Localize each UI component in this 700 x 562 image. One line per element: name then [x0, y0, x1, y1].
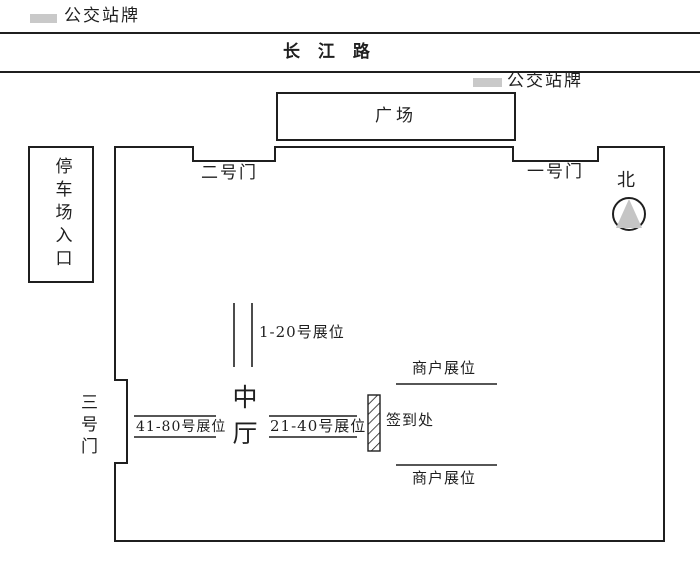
gate1-label: 一号门	[527, 162, 584, 182]
bus-stop-marker-right	[473, 78, 502, 87]
gate3-label: 三号门	[77, 393, 97, 459]
bus-stop-label-top: 公交站牌	[64, 6, 140, 26]
plaza-label: 广场	[375, 106, 417, 126]
gate2-label: 二号门	[201, 163, 258, 183]
central-hall-label: 中厅	[229, 384, 258, 456]
compass-north-triangle-icon	[616, 199, 642, 228]
parking-entrance-label: 停车场入口	[51, 157, 72, 272]
checkin-hatched-marker	[367, 394, 381, 452]
parking-entrance-label-box: 停车场入口	[29, 147, 93, 282]
north-label: 北	[617, 170, 635, 191]
checkin-label: 签到处	[386, 411, 435, 429]
merchant-booth-bottom-label: 商户展位	[412, 469, 477, 487]
plaza-box	[276, 92, 516, 141]
merchant-booth-top-label: 商户展位	[412, 359, 477, 377]
road-name-label: 长 江 路	[283, 42, 376, 62]
booth-1-20-label: 1-20号展位	[259, 323, 345, 341]
bus-stop-label-right: 公交站牌	[507, 71, 583, 91]
booth-21-40-label: 21-40号展位	[270, 417, 367, 435]
building-outline	[114, 146, 665, 542]
booth-41-80-label: 41-80号展位	[136, 419, 227, 435]
bus-stop-marker-top	[30, 14, 57, 23]
parking-entrance-box	[28, 146, 94, 283]
